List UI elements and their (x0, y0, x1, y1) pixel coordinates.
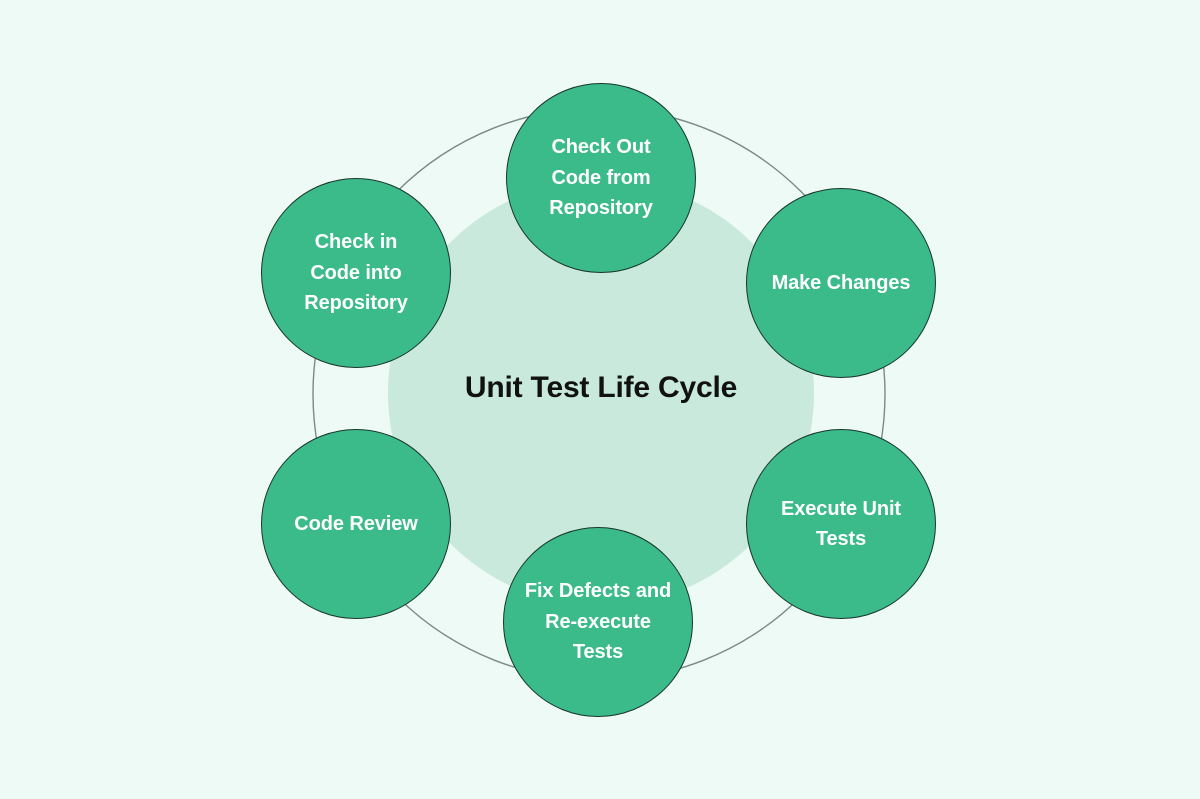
cycle-node-label: Check Out Code from Repository (549, 136, 653, 220)
cycle-node-check-in-code[interactable]: Check in Code into Repository (261, 178, 451, 368)
diagram-center-title: Unit Test Life Cycle (464, 371, 738, 404)
cycle-node-code-review[interactable]: Code Review (261, 429, 451, 619)
cycle-node-execute-unit-tests[interactable]: Execute Unit Tests (746, 429, 936, 619)
cycle-node-fix-defects[interactable]: Fix Defects and Re-execute Tests (503, 527, 693, 717)
cycle-node-label: Code Review (294, 512, 418, 535)
cycle-node-label: Make Changes (771, 271, 911, 294)
cycle-node-label: Fix Defects and Re-execute Tests (524, 580, 672, 664)
cycle-node-label: Execute Unit Tests (781, 497, 901, 550)
cycle-node-make-changes[interactable]: Make Changes (746, 188, 936, 378)
center-disc (388, 180, 814, 606)
cycle-node-label: Check in Code into Repository (304, 231, 408, 315)
cycle-node-check-out-code[interactable]: Check Out Code from Repository (506, 83, 696, 273)
